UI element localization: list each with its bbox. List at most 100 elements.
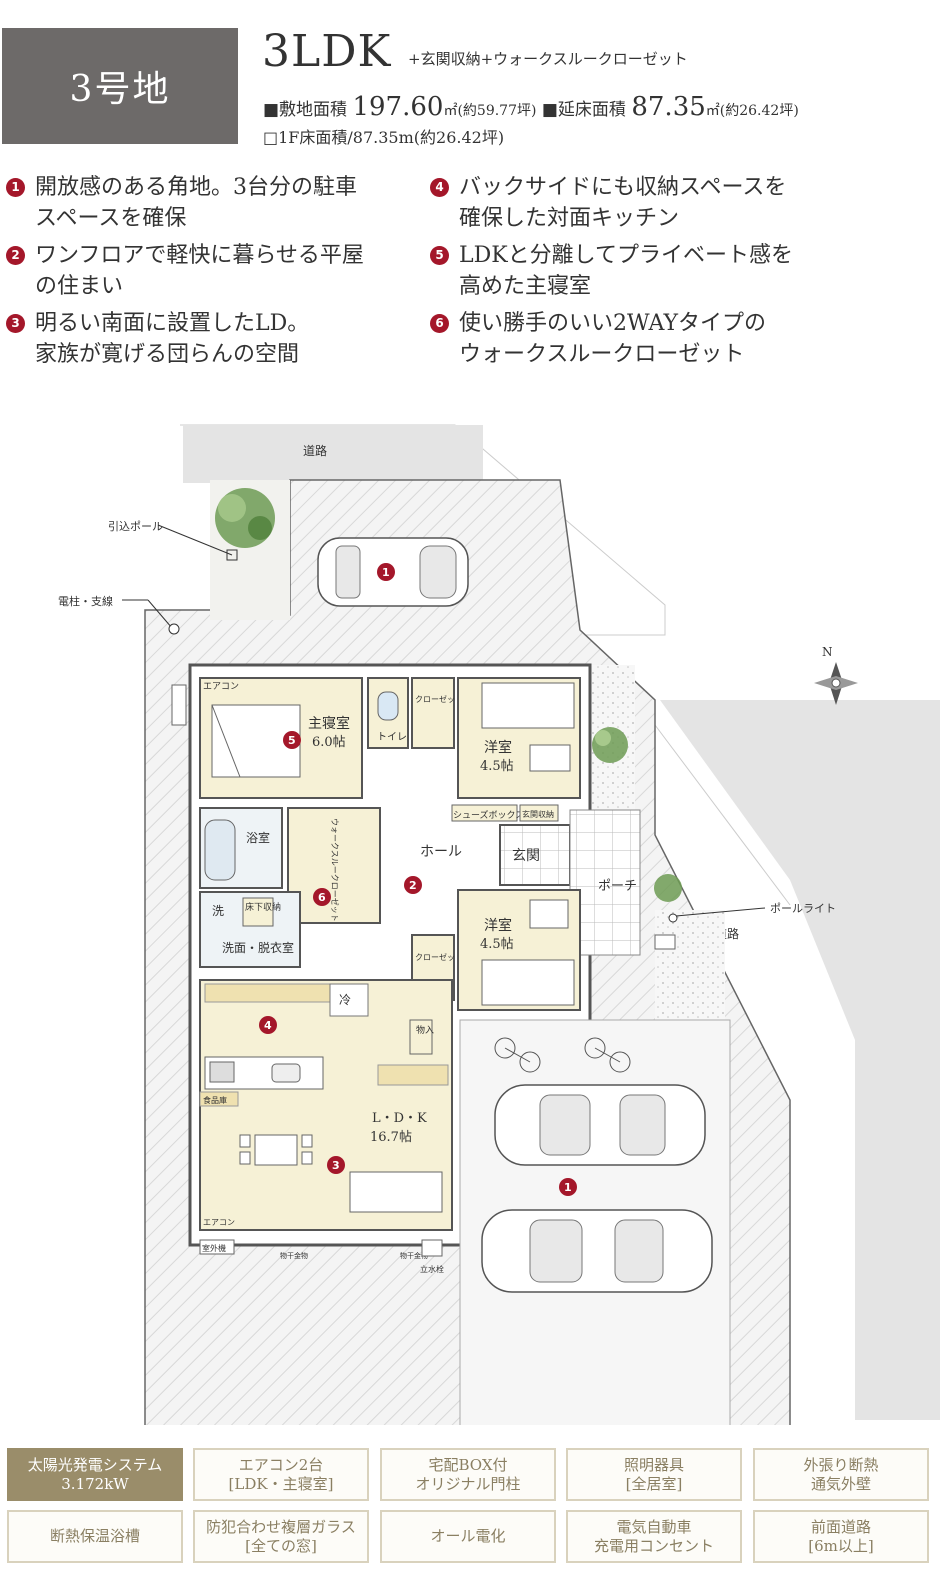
site-area-label: ■敷地面積 [263, 100, 348, 120]
pole-lead-label: 引込ポール [108, 519, 163, 533]
closet-lower-label: クローゼット [415, 952, 463, 962]
washroom-label: 洗面・脱衣室 [222, 940, 294, 955]
master-bedroom-label: 主寝室 [308, 715, 350, 732]
equip-line: [LDK・主寝室] [228, 1474, 334, 1493]
floor-plan: 道路 道路 引込ポール 電柱・支線 ポールライト 1 エアコン 主寝室 [58, 400, 940, 1425]
equip-glass: 防犯合わせ複層ガラス [全ての窓] [193, 1510, 369, 1563]
feature-6: 6 使い勝手のいい2WAYタイプの ウォークスルークローゼット [430, 308, 766, 370]
feature-3: 3 明るい南面に設置したLD。 家族が寛げる団らんの空間 [6, 308, 309, 370]
pole-light-label: ポールライト [770, 902, 836, 915]
equip-line: 断熱保温浴槽 [49, 1527, 140, 1545]
equip-all-electric: オール電化 [380, 1510, 556, 1563]
plan-extras: +玄関収納+ウォークスルークローゼット [408, 50, 688, 68]
toilet-icon [377, 691, 399, 721]
equip-delivery-box: 宅配BOX付 オリジナル門柱 [380, 1448, 556, 1501]
equip-line: [全居室] [625, 1474, 683, 1493]
bicycle-icon [494, 1037, 631, 1073]
porch [569, 809, 641, 956]
equip-line: 通気外壁 [810, 1474, 871, 1493]
outdoor-unit-side [171, 684, 187, 726]
sofa-icon [349, 1171, 443, 1213]
badge-4: 4 [259, 1016, 277, 1034]
equip-line: オリジナル門柱 [415, 1474, 521, 1493]
fridge-icon [329, 983, 369, 1017]
entrance-hall [499, 824, 571, 886]
faucet-icon [421, 1239, 443, 1257]
underfloor-storage [242, 897, 274, 927]
equip-line: 3.172kW [61, 1474, 129, 1493]
aircon-ldk-label: エアコン [203, 1218, 235, 1227]
svg-text:1: 1 [382, 566, 390, 579]
feature-text: LDKと分離してプライベート感を 高めた主寝室 [459, 243, 794, 299]
equip-insulation: 外張り断熱 通気外壁 [753, 1448, 929, 1501]
entrance-label: 玄関 [512, 847, 540, 864]
bed-icon [481, 682, 575, 729]
hardware-label-2: 物干金物 [400, 1251, 428, 1260]
equip-line: 宅配BOX付 [428, 1455, 508, 1474]
badge-1-front: 1 [377, 563, 395, 581]
ldk-size: 16.7帖 [370, 1130, 412, 1145]
tree-icon [215, 488, 275, 548]
wash-label: 洗 [212, 904, 224, 918]
bathtub-icon [204, 819, 236, 881]
lot-number-box: 3号地 [2, 28, 238, 144]
tree-icon [654, 874, 682, 902]
closet-upper [411, 677, 455, 749]
outdoor-unit-label: 室外機 [202, 1243, 226, 1253]
area-summary: ■敷地面積 197.60㎡(約59.77坪) ■延床面積 87.35㎡(約26.… [263, 92, 799, 122]
entrance-storage-label: 玄関収納 [522, 809, 554, 819]
feature-text: 使い勝手のいい2WAYタイプの ウォークスルークローゼット [459, 311, 767, 367]
storage-closet [409, 1019, 433, 1055]
entrance-storage [519, 804, 559, 822]
outdoor-unit-bottom [199, 1239, 235, 1255]
pantry [199, 1091, 239, 1107]
dining-table-icon [239, 1134, 313, 1166]
bath-label: 浴室 [246, 830, 270, 845]
equip-ev-outlet: 電気自動車 充電用コンセント [566, 1510, 742, 1563]
toilet-label: トイレ [377, 732, 407, 743]
stove-icon [209, 1061, 235, 1083]
feature-text: 開放感のある角地。3台分の駐車 スペースを確保 [35, 175, 357, 231]
utility-pole-label: 電柱・支線 [58, 594, 113, 608]
svg-text:2: 2 [409, 879, 417, 892]
feature-number: 5 [430, 246, 449, 265]
badge-6: 6 [313, 888, 331, 906]
equip-line: 太陽光発電システム [27, 1455, 163, 1474]
plan-type: 3LDK [262, 26, 392, 77]
bed-icon [481, 959, 575, 1006]
feature-number: 3 [6, 314, 25, 333]
road-top-label: 道路 [303, 443, 327, 458]
feature-number: 2 [6, 246, 25, 265]
island-storage [377, 1064, 449, 1086]
hall-label: ホール [420, 844, 462, 860]
porch-label: ポーチ [598, 879, 637, 894]
svg-text:1: 1 [564, 1181, 572, 1194]
equip-line: 充電用コンセント [593, 1536, 714, 1555]
equip-line: 防犯合わせ複層ガラス [206, 1517, 356, 1536]
sink-icon [271, 1063, 301, 1083]
equip-line: [全ての窓] [245, 1536, 317, 1555]
pantry-label: 食品庫 [203, 1095, 227, 1105]
feature-5: 5 LDKと分離してプライベート感を 高めた主寝室 [430, 240, 793, 302]
underfloor-storage-label: 床下収納 [245, 901, 281, 913]
badge-1-rear: 1 [559, 1178, 577, 1196]
desk-icon [529, 899, 569, 929]
equip-bathtub: 断熱保温浴槽 [7, 1510, 183, 1563]
feature-2: 2 ワンフロアで軽快に暮らせる平屋 の住まい [6, 240, 364, 302]
equip-line: 前面道路 [810, 1517, 871, 1536]
western-room-label: 洋室 [484, 739, 512, 756]
shoe-box-label: シューズボックス [453, 809, 524, 821]
equip-line: [6m以上] [808, 1536, 874, 1555]
kitchen-back-counter [204, 983, 331, 1003]
feature-number: 4 [430, 178, 449, 197]
equip-lighting: 照明器具 [全居室] [566, 1448, 742, 1501]
feature-text: バックサイドにも収納スペースを 確保した対面キッチン [459, 175, 787, 231]
compass-north: N [822, 645, 833, 659]
car-icon [481, 1209, 713, 1293]
walkthrough-closet-label: ウォークスルークローゼット [330, 818, 340, 922]
feature-text: ワンフロアで軽快に暮らせる平屋 の住まい [35, 243, 364, 299]
fridge-label: 冷 [339, 993, 351, 1007]
shoe-box [451, 804, 518, 822]
svg-text:3: 3 [332, 1159, 340, 1172]
walkthrough-closet [287, 807, 381, 924]
